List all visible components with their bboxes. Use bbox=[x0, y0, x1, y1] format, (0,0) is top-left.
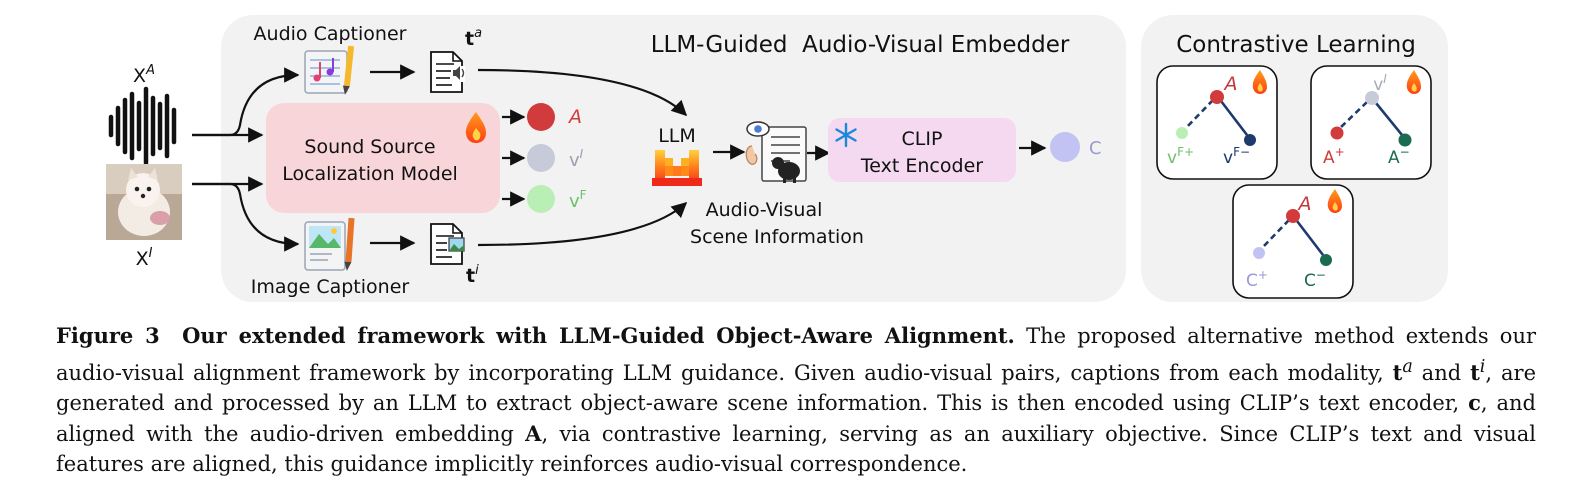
tree2-root-label: vI bbox=[1373, 72, 1387, 95]
input-audio-label: XA bbox=[133, 63, 155, 87]
tree1-root-node bbox=[1210, 90, 1224, 104]
image-caption-to-llm-arrow bbox=[477, 201, 688, 247]
tree3-neg-edge bbox=[1295, 220, 1325, 256]
caption-text-2: , are generated and processed by an LLM … bbox=[56, 360, 1536, 416]
fire-icon bbox=[465, 112, 486, 143]
tree1-neg-node bbox=[1244, 134, 1256, 146]
tree3-pos-label: C+ bbox=[1246, 268, 1268, 291]
audio-caption-to-llm-arrow bbox=[477, 68, 688, 117]
tree2-pos-node bbox=[1330, 126, 1344, 140]
tree3-pos-node bbox=[1253, 247, 1265, 259]
tree2-pos-edge bbox=[1339, 101, 1368, 129]
output-c-node bbox=[1050, 132, 1080, 162]
tree2-neg-label: A− bbox=[1388, 145, 1410, 168]
image-to-captioner-arrow bbox=[192, 182, 300, 252]
audio-doc-icon bbox=[430, 51, 465, 93]
output-vf-label: vF bbox=[569, 188, 587, 212]
caption-t-i: t bbox=[1470, 359, 1480, 385]
clip-line1: CLIP bbox=[902, 128, 943, 150]
audio-captioner-label: Audio Captioner bbox=[254, 23, 407, 45]
scene-info-line1: Audio-Visual bbox=[706, 199, 823, 221]
clip-text-encoder-box bbox=[828, 118, 1016, 182]
caption-label: Figure 3 bbox=[56, 323, 160, 348]
framework-diagram: LLM-Guided Audio-Visual Embedder Contras… bbox=[106, 15, 1448, 302]
output-a-node bbox=[527, 103, 555, 131]
llm-label: LLM bbox=[658, 125, 696, 147]
output-vi-node bbox=[527, 144, 555, 172]
tree1-pos-edge bbox=[1184, 99, 1214, 130]
caption-text-3: , and aligned with the audio-driven embe… bbox=[56, 391, 1536, 446]
caption-text-4: , via contrastive learning, serving as a… bbox=[56, 421, 1537, 477]
caption-sup-a: a bbox=[1402, 356, 1413, 377]
image-captioner-label: Image Captioner bbox=[251, 276, 410, 298]
clip-line2: Text Encoder bbox=[860, 155, 983, 177]
fire-icon bbox=[1252, 70, 1267, 94]
ssl-model-line1: Sound Source bbox=[304, 136, 435, 158]
caption-c: c bbox=[1468, 390, 1481, 415]
tree1-root-label: A bbox=[1223, 73, 1238, 95]
tree1-pos-label: vF+ bbox=[1167, 145, 1194, 168]
output-vi-label: vI bbox=[569, 147, 584, 171]
landscape-picture-icon bbox=[304, 217, 355, 271]
tree3-neg-label: C− bbox=[1304, 268, 1326, 291]
input-image-label: XI bbox=[136, 246, 153, 270]
tree2-pos-label: A+ bbox=[1323, 145, 1345, 168]
scene-info-icon bbox=[745, 121, 807, 183]
caption-text-1: The proposed alternative method extends … bbox=[56, 324, 1537, 385]
figure-caption: Figure 3 Our extended framework with LLM… bbox=[56, 321, 1536, 480]
music-sheet-icon bbox=[304, 45, 355, 95]
ssl-model-box bbox=[266, 103, 500, 213]
caption-title: Our extended framework with LLM-Guided O… bbox=[182, 323, 1015, 348]
tree2-root-node bbox=[1365, 91, 1379, 105]
dog-photo-icon bbox=[106, 164, 182, 240]
caption-A: A bbox=[525, 420, 542, 446]
tree3-pos-edge bbox=[1261, 219, 1290, 249]
tree1-neg-edge bbox=[1219, 100, 1249, 136]
tree2-neg-edge bbox=[1374, 102, 1404, 136]
caption-text-and: and bbox=[1412, 360, 1471, 385]
tree3-root-label: A bbox=[1297, 193, 1312, 215]
embedder-title: LLM-Guided Audio-Visual Embedder bbox=[651, 32, 1070, 58]
caption-audio-label: ta bbox=[465, 26, 482, 50]
snowflake-icon bbox=[835, 122, 857, 148]
contrastive-tree-1 bbox=[1156, 65, 1278, 180]
output-vf-node bbox=[527, 185, 555, 213]
output-c-label: C bbox=[1089, 138, 1102, 159]
image-doc-icon bbox=[430, 223, 465, 265]
caption-image-label: ti bbox=[466, 263, 479, 287]
llm-logo-icon bbox=[652, 150, 702, 186]
waveform-icon bbox=[108, 86, 177, 166]
tree1-pos-node bbox=[1176, 127, 1188, 139]
ssl-model-line2: Localization Model bbox=[282, 163, 458, 185]
tree1-neg-label: vF− bbox=[1223, 145, 1250, 168]
contrastive-tree-2 bbox=[1310, 65, 1432, 180]
fire-icon bbox=[1406, 70, 1421, 94]
contrastive-tree-3 bbox=[1232, 184, 1354, 299]
contrastive-title: Contrastive Learning bbox=[1176, 32, 1416, 58]
output-a-label: A bbox=[567, 106, 582, 128]
caption-t-a: t bbox=[1392, 359, 1403, 385]
tree3-neg-node bbox=[1320, 254, 1332, 266]
caption-sup-i: i bbox=[1479, 356, 1486, 377]
fire-icon bbox=[1327, 189, 1342, 213]
tree3-root-node bbox=[1286, 209, 1300, 223]
scene-info-line2: Scene Information bbox=[690, 226, 864, 248]
tree2-neg-node bbox=[1398, 133, 1412, 147]
